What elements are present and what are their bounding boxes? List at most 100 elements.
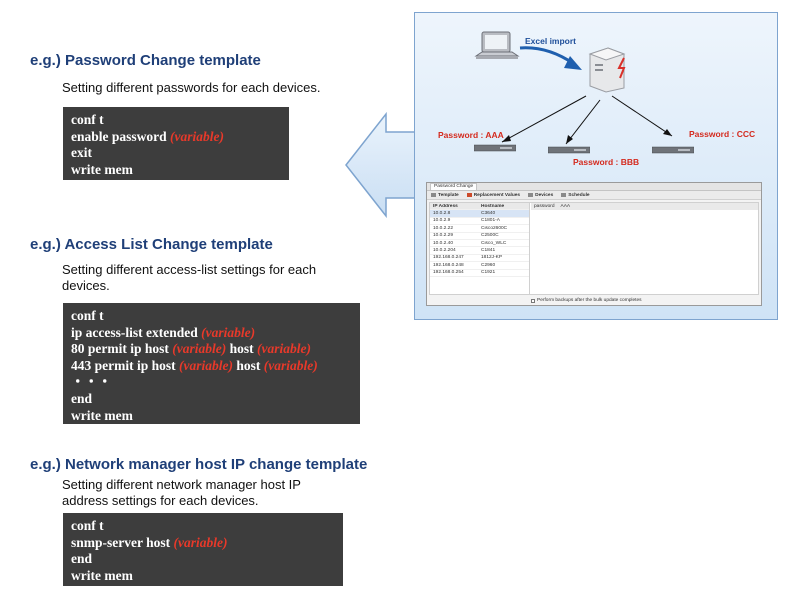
code-text: ・・・ (71, 374, 112, 390)
router-bbb-icon (548, 146, 590, 154)
code-text: 80 permit ip host (71, 341, 173, 357)
left-arrow-icon (345, 111, 417, 219)
password-value[interactable]: AAA (560, 204, 571, 209)
code-text: conf t (71, 518, 104, 533)
laptop-icon (474, 31, 520, 59)
variable-placeholder: (variable) (173, 534, 228, 550)
app-titlebar: Password Change (427, 183, 761, 191)
table-row[interactable]: 10.0.2.9 C1801-A (430, 218, 529, 226)
table-row[interactable]: 192.168.0.247 1812J-KP (430, 255, 529, 263)
ip-address-cell: 192.168.0.247 (433, 255, 464, 261)
code-text: write mem (71, 567, 133, 583)
column-header-password[interactable]: password (534, 204, 555, 209)
ip-address-cell: 10.0.2.29 (433, 233, 454, 239)
backup-checkbox[interactable] (531, 298, 535, 303)
variable-placeholder: (variable) (257, 341, 311, 357)
code-line: 443 permit ip host (variable) host (vari… (71, 358, 352, 375)
toolbar-schedule-button[interactable]: Schedule (561, 193, 590, 198)
app-window: Password Change Template Replacement Val… (426, 182, 762, 306)
toolbar-devices-button[interactable]: Devices (528, 193, 553, 198)
code-text: conf t (71, 308, 104, 323)
ip-address-cell: 192.168.0.248 (433, 262, 464, 268)
code-text: write mem (71, 161, 133, 177)
table-row[interactable]: 192.168.0.254 C1921 (430, 270, 529, 277)
access-list-description: Setting different access-list settings f… (62, 262, 317, 293)
router-aaa-icon (474, 144, 516, 152)
table-row[interactable]: 192.168.0.248 C2960 (430, 262, 529, 270)
ip-address-cell: 10.0.2.8 (433, 211, 451, 217)
code-line: write mem (71, 408, 352, 425)
distribution-lines (501, 95, 673, 145)
template-icon (431, 193, 436, 197)
code-text: end (71, 551, 93, 567)
network-manager-heading: e.g.) Network manager host IP change tem… (30, 456, 368, 473)
code-text: enable password (71, 128, 171, 144)
variable-placeholder: (variable) (172, 341, 227, 357)
hostname-cell: C1921 (481, 270, 496, 276)
ip-address-cell: 10.0.2.204 (433, 248, 456, 254)
code-text: end (71, 390, 93, 406)
code-text: 443 permit ip host (71, 357, 179, 373)
toolbar-template-button[interactable]: Template (431, 193, 459, 198)
code-line: snmp-server host (variable) (71, 535, 335, 552)
router-ccc-icon (652, 146, 694, 154)
code-text: snmp-server host (71, 534, 174, 550)
code-line: ・・・ (71, 374, 352, 391)
ip-address-cell: 192.168.0.254 (433, 270, 464, 276)
variable-placeholder: (variable) (201, 324, 256, 340)
network-manager-description: Setting different network manager host I… (62, 477, 301, 508)
tab-password-change[interactable]: Password Change (430, 183, 478, 190)
table-row[interactable]: 10.0.2.40 Cisco_WLC (430, 240, 529, 248)
table-row[interactable]: 10.0.2.22 Cisco2600C (430, 225, 529, 233)
devices-icon (528, 193, 534, 197)
code-text: write mem (71, 407, 133, 423)
ip-address-cell: 10.0.2.40 (433, 240, 454, 246)
variable-placeholder: (variable) (170, 128, 224, 144)
password-aaa-label: Password : AAA (438, 130, 504, 140)
ip-address-cell: 10.0.2.22 (433, 225, 454, 231)
code-text: host (226, 341, 257, 357)
hostname-cell: C2960 (481, 262, 496, 268)
code-text: ip access-list extended (71, 324, 202, 340)
code-text: host (232, 357, 264, 373)
app-toolbar: Template Replacement Values Devices Sche… (427, 191, 761, 200)
hostname-cell: C1841 (481, 248, 496, 254)
code-line: end (71, 391, 352, 408)
code-line: 80 permit ip host (variable) host (varia… (71, 341, 352, 358)
table-row[interactable]: 10.0.2.204 C1841 (430, 247, 529, 255)
ip-address-cell: 10.0.2.9 (433, 218, 451, 224)
code-line: exit (71, 145, 281, 162)
backup-checkbox-label: Perform backups after the bulk update co… (537, 298, 642, 303)
password-bbb-label: Password : BBB (573, 157, 640, 167)
hostname-cell: Cisco2600C (481, 225, 508, 231)
import-arrow-icon (519, 46, 582, 70)
hostname-cell: Cisco_WLC (481, 240, 507, 246)
password-change-description: Setting different passwords for each dev… (62, 80, 321, 95)
code-line: ip access-list extended (variable) (71, 325, 352, 342)
table-row[interactable]: 10.0.2.8 C3640 (430, 210, 529, 218)
hostname-cell: 1812J-KP (481, 255, 503, 261)
code-line: enable password (variable) (71, 129, 281, 146)
backup-option[interactable]: Perform backups after the bulk update co… (531, 298, 642, 303)
table-row[interactable]: 10.0.2.29 C2500C (430, 233, 529, 240)
replacement-values-header: password AAA (531, 203, 758, 210)
code-line: write mem (71, 162, 281, 179)
code-line: write mem (71, 568, 335, 585)
code-line: conf t (71, 308, 352, 325)
toolbar-replacement-values-button[interactable]: Replacement Values (466, 193, 520, 198)
device-table-header: IP Address Hostname (430, 203, 529, 211)
variable-placeholder: (variable) (263, 357, 318, 373)
hostname-cell: C1801-A (481, 218, 500, 224)
password-ccc-label: Password : CCC (689, 129, 756, 139)
schedule-icon (561, 193, 567, 197)
hostname-cell: C3640 (481, 211, 496, 217)
column-header-hostname[interactable]: Hostname (481, 203, 505, 209)
column-header-ip[interactable]: IP Address (433, 203, 458, 209)
hostname-cell: C2500C (481, 233, 499, 239)
excel-import-label: Excel import (525, 36, 577, 46)
code-text: exit (71, 145, 92, 161)
